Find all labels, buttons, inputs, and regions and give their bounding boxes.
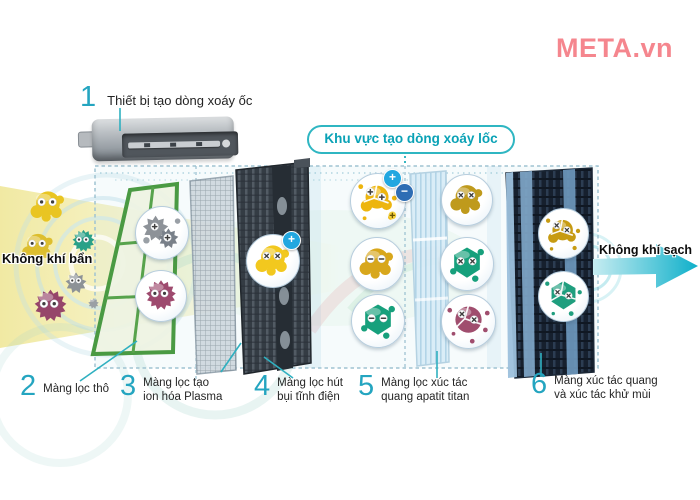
bubble-caught-yellow-microbe: [441, 174, 493, 226]
filter-6-photocatalyst-deodorizing: [505, 167, 595, 379]
dirty-yellow-1-icon: [30, 191, 65, 222]
cyclone-swirl: [0, 172, 623, 467]
ionized-yellow-microbe-icon: [359, 248, 394, 279]
germ-dirty-purple: [28, 284, 73, 334]
charge-badge: −: [395, 183, 414, 202]
cyclone-zone-label: Khu vực tạo dòng xoáy lốc: [307, 125, 515, 154]
step-text-5: Màng lọc xúc tác quang apatit titan: [381, 372, 469, 405]
decomposed-gold-microbe-icon: [545, 217, 580, 251]
step-label-2: 2 Màng lọc thô: [20, 372, 109, 401]
germ-dirty-yellow-1: [26, 185, 70, 234]
step-label-4: 4 Màng lọc hút bụi tĩnh điện: [254, 372, 343, 405]
bubble-trapped-purple-microbe: [135, 270, 187, 322]
filter-3-plasma-ion: [189, 175, 237, 375]
destroyed-purple-microbe-icon: [446, 304, 490, 344]
step-label-5: 5 Màng lọc xúc tác quang apatit titan: [358, 372, 469, 405]
charge-badge: +: [282, 231, 301, 250]
bubble-decomposed-gold-microbe: [537, 207, 589, 259]
vortex-device-body: [91, 116, 239, 162]
vortex-device-tick: [196, 142, 203, 147]
step-number-4: 4: [254, 370, 271, 402]
step-text-2: Màng lọc thô: [43, 372, 109, 401]
step-text-line: ion hóa Plasma: [143, 391, 223, 404]
step-number-3: 3: [120, 370, 137, 402]
vortex-device-tick: [170, 142, 177, 147]
step-label-6: 6 Màng xúc tác quang và xúc tác khử mùi: [531, 370, 658, 403]
ionized-green-hex-icon: [361, 304, 395, 339]
dirty-gray-gear-small-icon: [87, 297, 99, 308]
trapped-gray-gears-icon: [142, 215, 181, 248]
step-text-3: Màng lọc tạo ion hóa Plasma: [143, 372, 222, 405]
vortex-device-slot: [121, 131, 239, 158]
clean-air-label: Không khí sạch: [599, 243, 693, 257]
step-text-4: Màng lọc hút bụi tĩnh điện: [277, 372, 343, 405]
caught-green-hex-icon: [450, 247, 484, 282]
bubble-ionized-green-hex: [351, 294, 405, 348]
step-number-6: 6: [531, 368, 548, 400]
step-text-line: Màng lọc tạo: [143, 377, 209, 389]
dirty-air-label: Không khí bẩn: [2, 251, 93, 266]
step-number-2: 2: [20, 370, 37, 402]
germ-dirty-gray-gear-small: [86, 296, 101, 316]
bubble-destroyed-purple-microbe: [440, 293, 496, 349]
vortex-device-hole: [222, 139, 231, 148]
step-text-6: Màng xúc tác quang và xúc tác khử mùi: [554, 370, 658, 403]
step-text-line: Màng lọc xúc tác: [381, 377, 468, 389]
meta-watermark: META.vn: [556, 33, 673, 63]
step-text-line: Màng lọc thô: [43, 383, 109, 395]
step-text-line: và xúc tác khử mùi: [554, 389, 651, 402]
vortex-device: [77, 112, 239, 165]
decomposed-green-hex-icon: [544, 279, 582, 316]
step-text-line: Màng xúc tác quang: [554, 375, 658, 387]
step-label-1: 1 Thiết bị tạo dòng xoáy ốc: [80, 83, 252, 112]
step-text-line: quang apatit titan: [381, 391, 470, 404]
bubble-caught-green-hex: [440, 237, 494, 291]
step-text-1: Thiết bị tạo dòng xoáy ốc: [107, 93, 253, 108]
caught-yellow-microbe-icon: [450, 185, 483, 214]
bubble-ionized-yellow-microbe: [350, 237, 404, 291]
step-label-3: 3 Màng lọc tạo ion hóa Plasma: [120, 372, 222, 405]
step-text-line: Màng lọc hút: [277, 377, 343, 389]
step-number-5: 5: [358, 370, 375, 402]
step-number-1: 1: [80, 81, 97, 113]
vortex-device-tick: [144, 143, 151, 148]
bubble-decomposed-green-hex: [537, 270, 589, 322]
trapped-purple-microbe-icon: [146, 280, 176, 310]
bubble-trapped-gray-gears: [135, 206, 189, 260]
dirty-purple-icon: [34, 289, 66, 321]
step-text-line: bụi tĩnh điện: [277, 391, 340, 404]
